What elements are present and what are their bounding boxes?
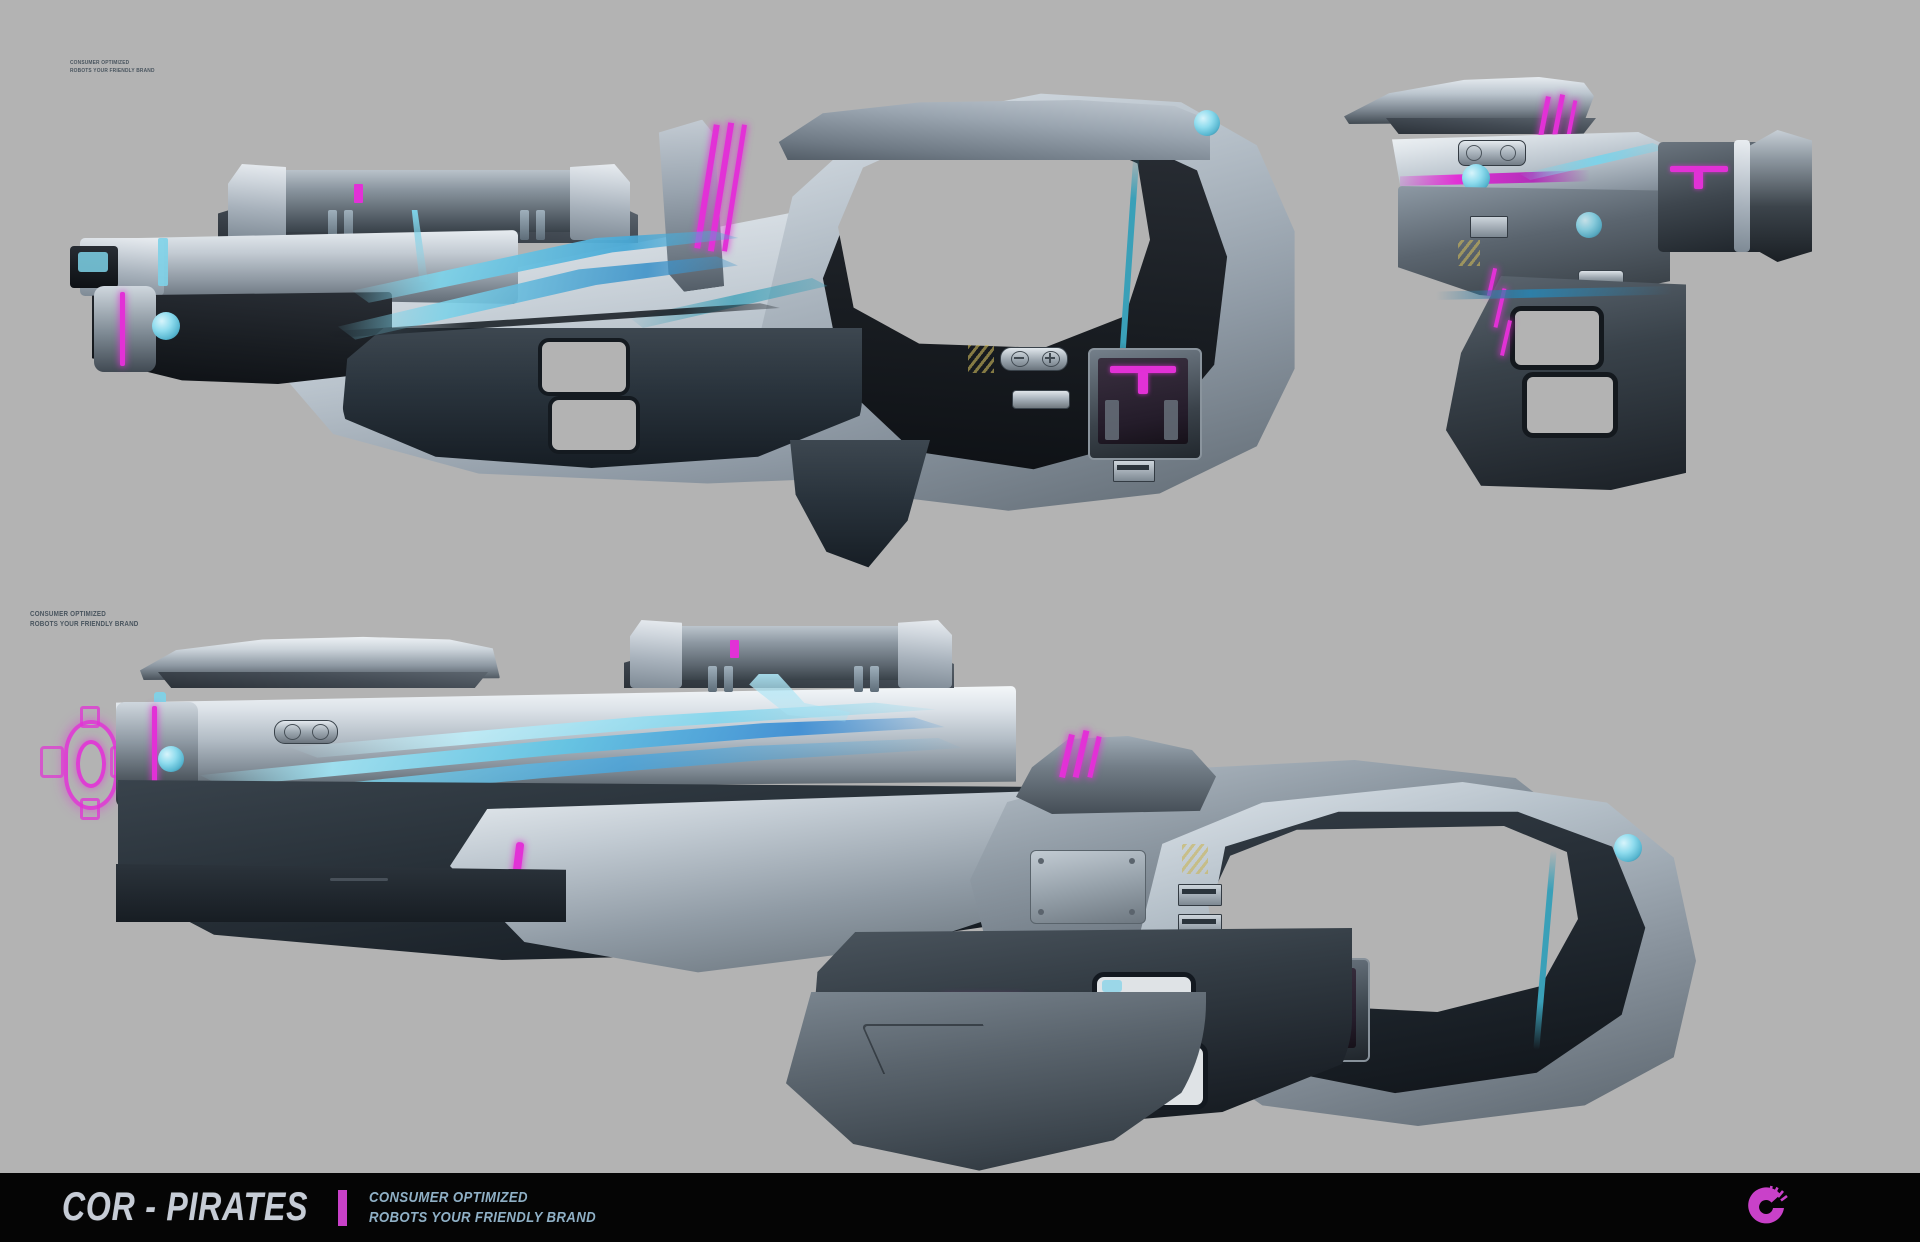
bs-rear-fin — [1016, 736, 1216, 814]
muzzle-cap-magenta-line — [120, 292, 125, 366]
bs-toggle-right-icon — [312, 724, 329, 740]
small-data-port-icon — [1470, 216, 1508, 238]
bs-optic-pin-2 — [724, 666, 733, 692]
projection-ring-inner — [76, 740, 106, 788]
footer-bar: COR - PIRATES CONSUMER OPTIMIZED ROBOTS … — [0, 1173, 1920, 1242]
projection-spoke-bottom — [80, 798, 100, 820]
brand-tagline: CONSUMER OPTIMIZED ROBOTS YOUR FRIENDLY … — [369, 1188, 627, 1226]
bs-data-port-1-slot — [1182, 889, 1216, 894]
bs-optic-pin-3 — [854, 666, 863, 692]
optic-mount-rear — [570, 164, 630, 240]
view-bottom-side: CONSUMER OPTIMIZED ROBOTS YOUR FRIENDLY … — [30, 610, 1820, 1171]
view-front-small — [1340, 70, 1840, 500]
toggle-plus-icon — [1042, 351, 1060, 367]
hazard-stripes-badge — [968, 345, 994, 373]
brand-title: COR - PIRATES — [62, 1185, 309, 1229]
small-muzzle-ring — [1734, 140, 1750, 252]
view-top-side: CONSUMER OPTIMIZED ROBOTS YOUR FRIENDLY … — [70, 60, 1295, 590]
small-hazard-stripes — [1458, 240, 1480, 266]
stamped-brand-text: CONSUMER OPTIMIZED ROBOTS YOUR FRIENDLY … — [70, 60, 1150, 76]
receiver-window-1 — [538, 338, 630, 396]
bs-trigger-1-tab — [1102, 980, 1122, 992]
bs-bottom-fairing — [786, 992, 1206, 1171]
bs-optic-mount-rear — [898, 620, 952, 688]
optic-mount-front — [228, 164, 286, 240]
grip-loop-aperture — [838, 138, 1150, 348]
top-rail-spine — [778, 100, 1210, 160]
optic-pin-2 — [344, 210, 353, 240]
stamp-line-2: ROBOTS YOUR FRIENDLY BRAND — [70, 67, 155, 74]
optic-pin-3 — [520, 210, 529, 240]
tagline-line-2: ROBOTS YOUR FRIENDLY BRAND — [368, 1208, 596, 1226]
tagline-line-1: CONSUMER OPTIMIZED — [368, 1189, 528, 1207]
bs-panel-screw-br — [1129, 909, 1135, 915]
optic-indicator — [354, 184, 363, 203]
bs-optic-pin-1 — [708, 666, 717, 692]
small-optic-lens-right — [1500, 145, 1516, 161]
receiver-window-2 — [548, 396, 640, 454]
optic-pin-1 — [328, 210, 337, 240]
bs-front-led — [158, 746, 184, 772]
stock-fin — [790, 440, 930, 568]
bs-rear-top-led — [1614, 834, 1642, 862]
bs-top-fin-shadow — [158, 672, 488, 688]
t-emblem-icon — [1110, 366, 1176, 396]
projection-spoke-left — [40, 746, 64, 778]
small-secondary-led — [1576, 212, 1602, 238]
bs-fairing-seam — [860, 1024, 1006, 1074]
small-trigger-window-2 — [1522, 372, 1618, 438]
bs-under-bar — [116, 864, 566, 922]
emblem-bolt-right — [1164, 400, 1178, 440]
barrel-cyan-band — [158, 238, 168, 286]
vent-slot — [1012, 390, 1070, 409]
bs-stamped-brand-text: CONSUMER OPTIMIZED ROBOTS YOUR FRIENDLY … — [30, 610, 1641, 630]
bs-panel-screw-bl — [1038, 909, 1044, 915]
brand-separator-bar — [337, 1189, 347, 1226]
bs-optic-indicator — [730, 640, 739, 658]
toggle-minus-bar — [1014, 357, 1024, 359]
stamp-line-1: CONSUMER OPTIMIZED — [70, 60, 130, 66]
bs-optic-mount-front — [630, 620, 682, 688]
bs-panel-screw-tr — [1129, 858, 1135, 864]
bs-toggle-left-icon — [284, 724, 301, 740]
rear-top-led — [1194, 110, 1220, 136]
optic-pin-4 — [536, 210, 545, 240]
muzzle-cyan-lens — [78, 252, 108, 272]
bs-optic-pin-4 — [870, 666, 879, 692]
bs-stamp-line-2: ROBOTS YOUR FRIENDLY BRAND — [30, 621, 139, 629]
bs-panel-screw-tl — [1038, 858, 1044, 864]
front-status-led — [152, 312, 180, 340]
bs-hazard-stripes — [1182, 844, 1208, 874]
bs-access-panel — [1030, 850, 1146, 924]
small-t-emblem-icon — [1670, 166, 1728, 190]
data-port-icon — [1113, 460, 1155, 482]
cor-pirates-ring-logo — [1740, 1181, 1794, 1235]
bs-stamp-line-1: CONSUMER OPTIMIZED — [30, 611, 107, 618]
bs-data-port-1-icon — [1178, 884, 1222, 906]
barrel-shroud — [98, 230, 518, 304]
projection-spoke-top — [80, 706, 100, 728]
bs-muzzle-magenta-line — [152, 706, 157, 804]
hood-underside — [1386, 118, 1596, 134]
optic-tube — [270, 170, 600, 232]
small-optic-lens-left — [1466, 145, 1482, 161]
muzzle-cap-ring — [94, 286, 156, 372]
toggle-plus-bar-v — [1049, 353, 1051, 363]
emblem-bolt-left — [1105, 400, 1119, 440]
data-port-slot — [1117, 465, 1149, 470]
bs-under-bar-groove — [330, 878, 388, 881]
toggle-minus-icon — [1011, 351, 1029, 367]
bs-data-port-2-slot — [1182, 919, 1216, 924]
small-trigger-window-1 — [1510, 306, 1604, 370]
small-muzzle-cone — [1740, 130, 1812, 262]
